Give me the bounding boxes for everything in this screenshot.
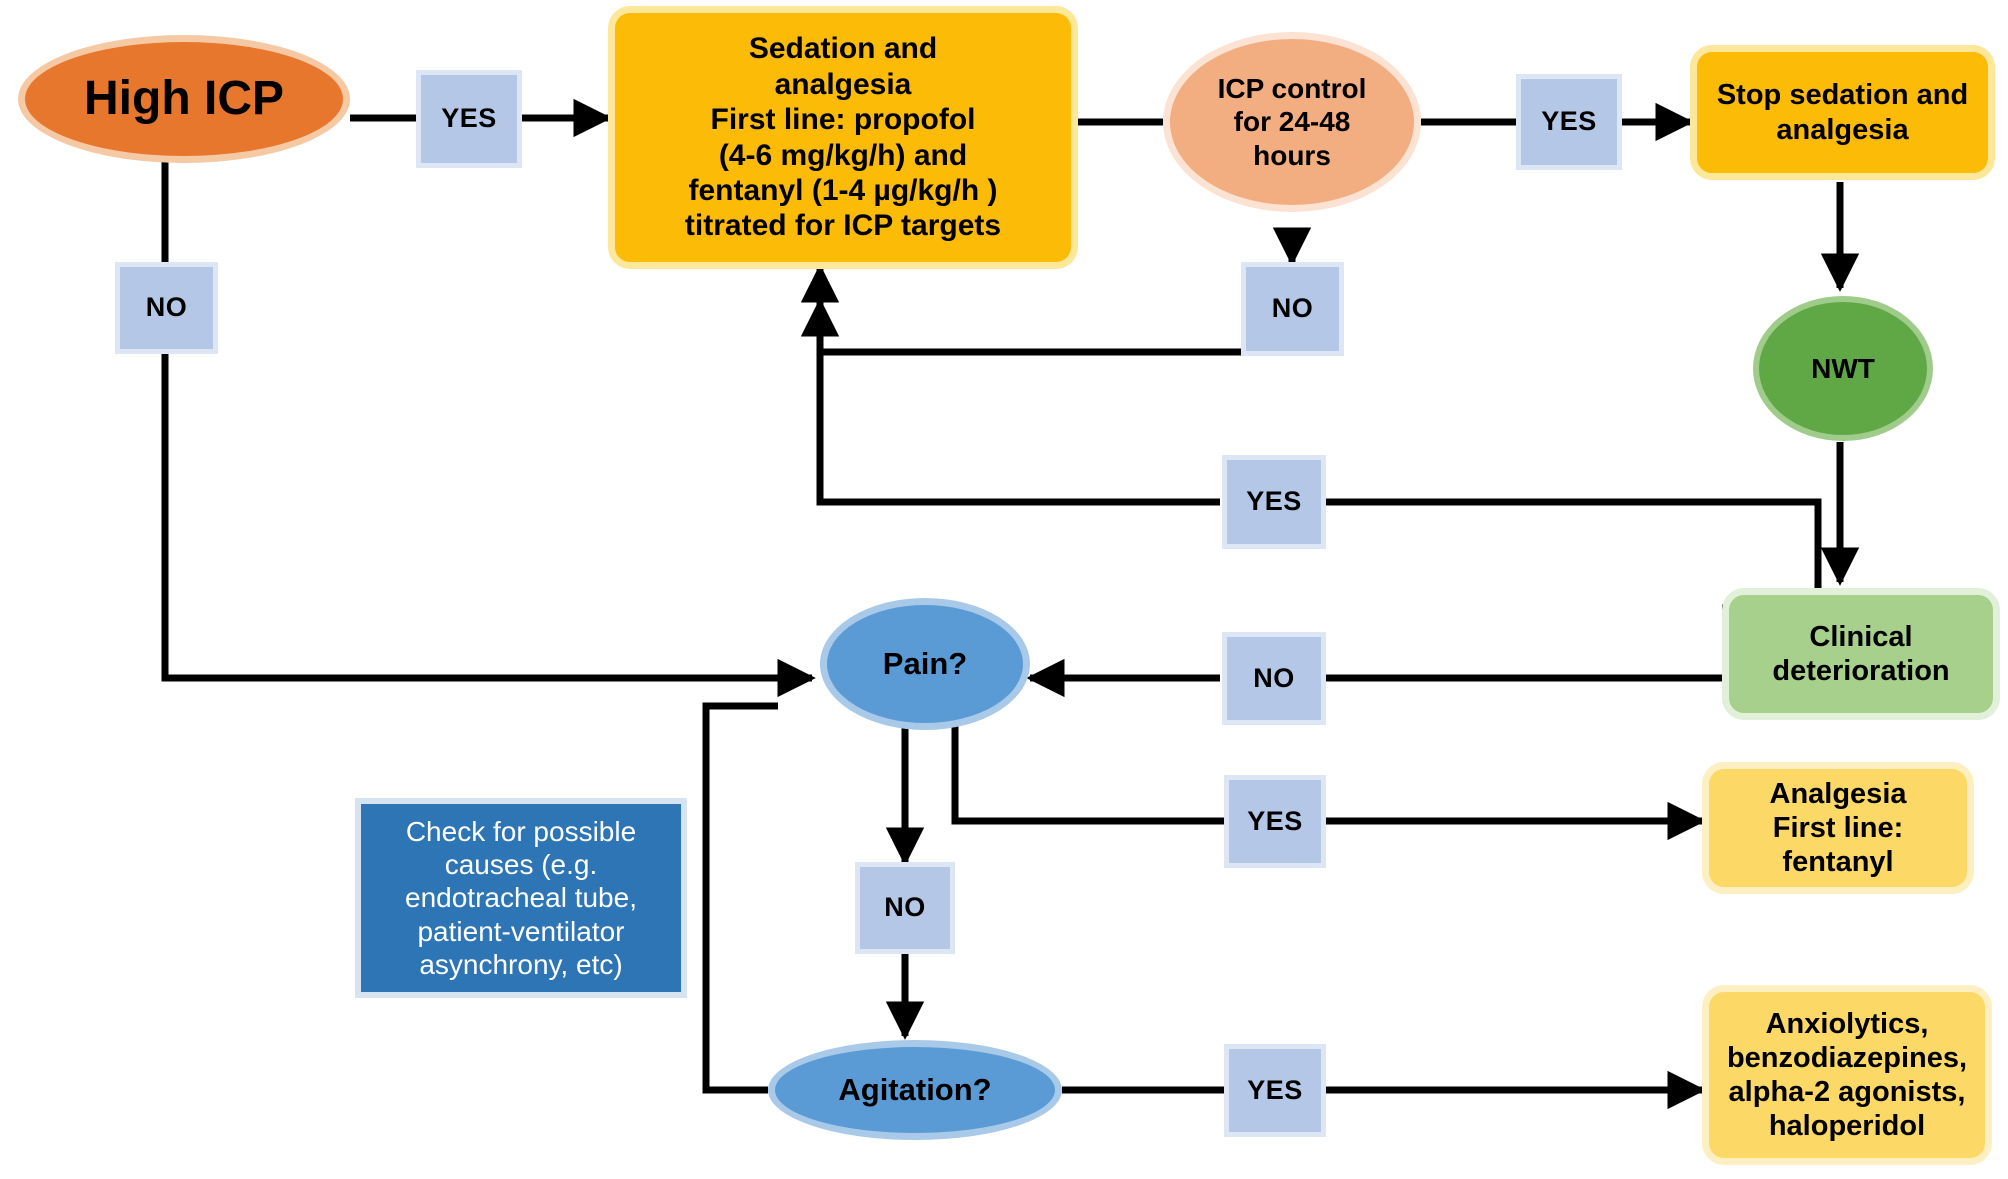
edge-agitation-feedback-to-pain bbox=[702, 702, 778, 1094]
tag-yes-high-icp[interactable]: YES bbox=[416, 70, 522, 168]
edge-yes-back-to-sedation bbox=[800, 298, 1220, 506]
edge-pain-yes-route bbox=[951, 716, 1224, 825]
node-check-possible-causes[interactable]: Check for possible causes (e.g. endotrac… bbox=[355, 798, 687, 998]
tag-no-high-icp[interactable]: NO bbox=[115, 262, 218, 354]
edge-no-back-to-sedation bbox=[800, 264, 1292, 356]
node-anxiolytics[interactable]: Anxiolytics, benzodiazepines, alpha-2 ag… bbox=[1702, 985, 1992, 1165]
edge-pain-to-yes bbox=[955, 718, 1220, 820]
node-analgesia[interactable]: Analgesia First line: fentanyl bbox=[1702, 762, 1974, 894]
node-icp-control[interactable]: ICP control for 24-48 hours bbox=[1163, 32, 1421, 212]
node-pain[interactable]: Pain? bbox=[820, 598, 1030, 730]
tag-yes-clinical[interactable]: YES bbox=[1222, 455, 1326, 549]
node-stop-sedation[interactable]: Stop sedation and analgesia bbox=[1690, 45, 1995, 180]
edge-no-down-to-pain bbox=[161, 350, 816, 698]
tag-yes-icp-control[interactable]: YES bbox=[1516, 74, 1622, 170]
node-agitation[interactable]: Agitation? bbox=[768, 1040, 1062, 1140]
node-sedation-analgesia[interactable]: Sedation and analgesia First line: propo… bbox=[608, 6, 1078, 269]
node-clinical-deterioration[interactable]: Clinical deterioration bbox=[1722, 588, 2000, 720]
node-high-icp[interactable]: High ICP bbox=[18, 35, 350, 163]
tag-no-pain[interactable]: NO bbox=[855, 862, 955, 954]
tag-no-icp-control[interactable]: NO bbox=[1241, 262, 1344, 356]
tag-no-clinical[interactable]: NO bbox=[1222, 632, 1326, 725]
tag-yes-agitation[interactable]: YES bbox=[1224, 1044, 1326, 1137]
node-nwt[interactable]: NWT bbox=[1753, 296, 1933, 441]
tag-yes-pain[interactable]: YES bbox=[1224, 775, 1326, 868]
